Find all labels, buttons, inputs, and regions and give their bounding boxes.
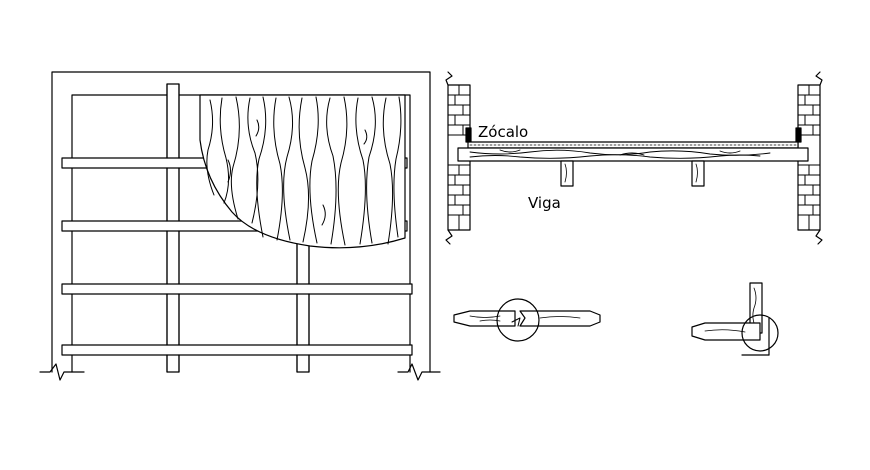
plan-floorboard-patch	[199, 94, 406, 249]
floor-plan-view	[39, 71, 441, 381]
section-beams	[560, 160, 705, 187]
section-right-brick-wall	[797, 71, 823, 245]
label-zocalo: Zócalo	[478, 123, 528, 141]
tongue-groove-detail	[453, 298, 601, 342]
label-viga: Viga	[528, 194, 561, 212]
corner-joint-detail	[691, 282, 779, 356]
section-floor-board	[457, 141, 809, 162]
floor-section-view: Zócalo Viga	[445, 71, 823, 245]
